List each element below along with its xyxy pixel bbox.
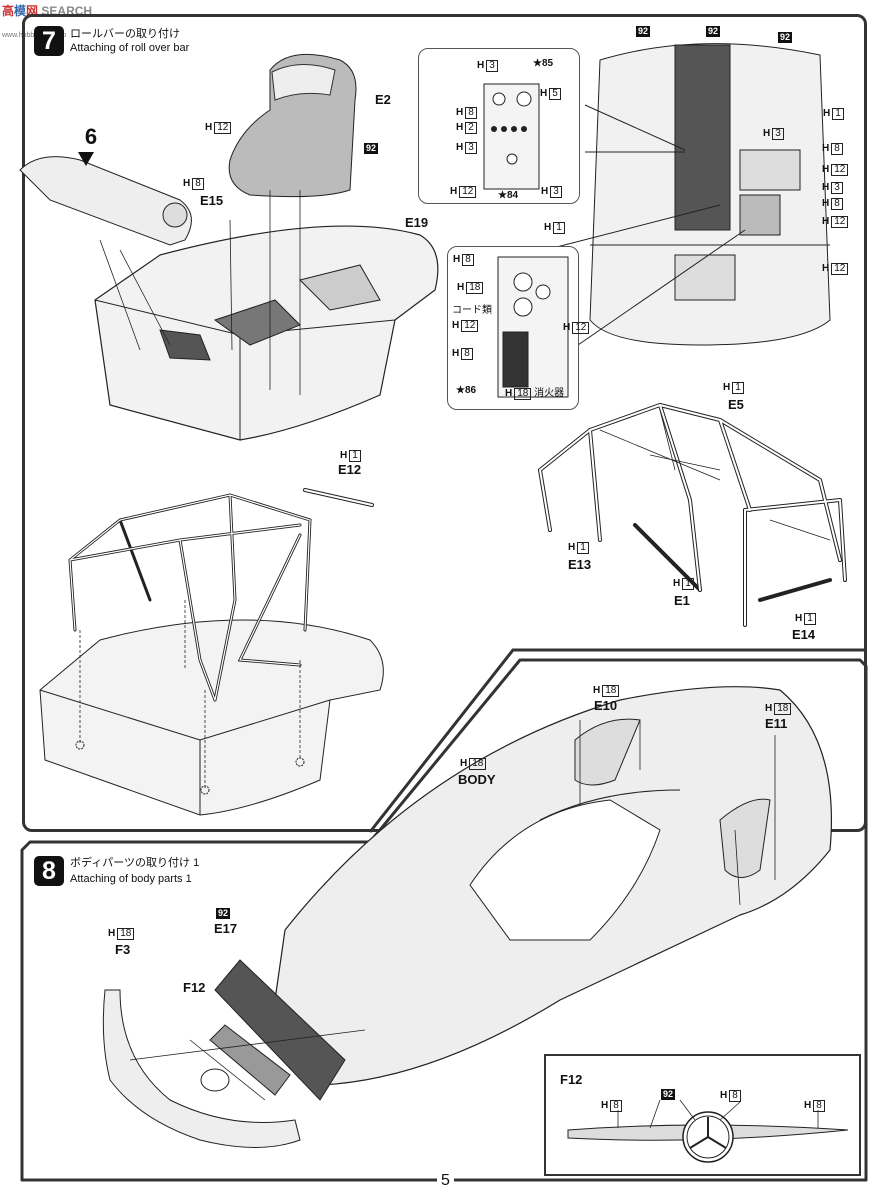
part-f12: F12 — [183, 980, 206, 995]
part-e17: E17 — [214, 921, 238, 936]
part-e12: E12 — [338, 462, 362, 477]
star-86: ★86 — [456, 385, 477, 396]
dashboard-callout — [418, 48, 580, 204]
color-tag-92: 92 — [636, 26, 651, 37]
part-e2: E2 — [375, 92, 391, 107]
step8-number: 8 — [34, 856, 64, 886]
part-e14: E14 — [792, 627, 816, 642]
step7-title-ja: ロールバーの取り付け — [70, 28, 180, 40]
part-e15: E15 — [200, 193, 224, 208]
color-tag-92: 92 — [706, 26, 721, 37]
part-f12-detail: F12 — [560, 1072, 583, 1087]
part-e1: E1 — [674, 593, 690, 608]
ref-step-6: 6 — [76, 122, 106, 152]
color-tag-92: 92 — [216, 908, 231, 919]
part-f3: F3 — [115, 942, 131, 957]
part-e10: E10 — [594, 698, 618, 713]
step8-title-ja: ボディパーツの取り付け 1 — [70, 857, 200, 869]
star-85: ★85 — [533, 58, 554, 69]
part-e13: E13 — [568, 557, 592, 572]
extinguisher-callout — [447, 246, 579, 410]
step7-title-en: Attaching of roll over bar — [70, 42, 190, 54]
page-number: 5 — [437, 1172, 454, 1190]
color-tag-92: 92 — [661, 1089, 676, 1100]
step8-title-en: Attaching of body parts 1 — [70, 873, 192, 885]
cords-label: コード類 — [452, 305, 492, 316]
part-e19: E19 — [405, 215, 429, 230]
star-84: ★84 — [498, 190, 519, 201]
part-e11: E11 — [765, 716, 788, 731]
color-tag-92: 92 — [778, 32, 793, 43]
part-body: BODY — [458, 772, 496, 787]
step7-number: 7 — [34, 26, 64, 56]
color-tag-92: 92 — [364, 143, 379, 154]
part-e5: E5 — [728, 397, 744, 412]
